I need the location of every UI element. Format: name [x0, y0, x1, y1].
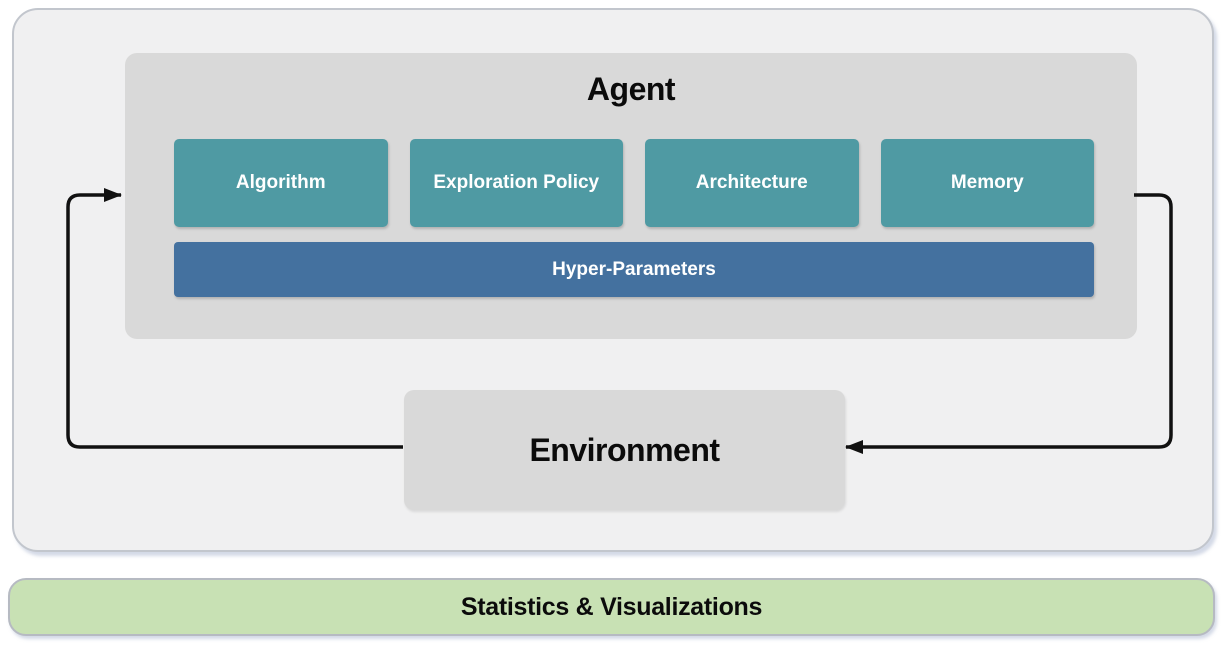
statistics-visualizations-bar: Statistics & Visualizations — [8, 578, 1215, 636]
agent-modules-row: Algorithm Exploration Policy Architectur… — [174, 139, 1094, 227]
module-algorithm: Algorithm — [174, 139, 388, 227]
module-exploration-policy: Exploration Policy — [409, 139, 623, 227]
environment-panel: Environment — [404, 390, 845, 510]
hyper-parameters-bar: Hyper-Parameters — [174, 242, 1094, 297]
agent-panel-title: Agent — [586, 71, 676, 107]
rl-loop-panel: Agent Algorithm Exploration Policy Archi… — [12, 8, 1214, 552]
module-memory: Memory — [880, 139, 1094, 227]
environment-panel-title: Environment — [529, 431, 720, 468]
module-architecture: Architecture — [645, 139, 859, 227]
agent-panel: Agent Algorithm Exploration Policy Archi… — [125, 53, 1137, 339]
statistics-visualizations-label: Statistics & Visualizations — [460, 592, 763, 621]
